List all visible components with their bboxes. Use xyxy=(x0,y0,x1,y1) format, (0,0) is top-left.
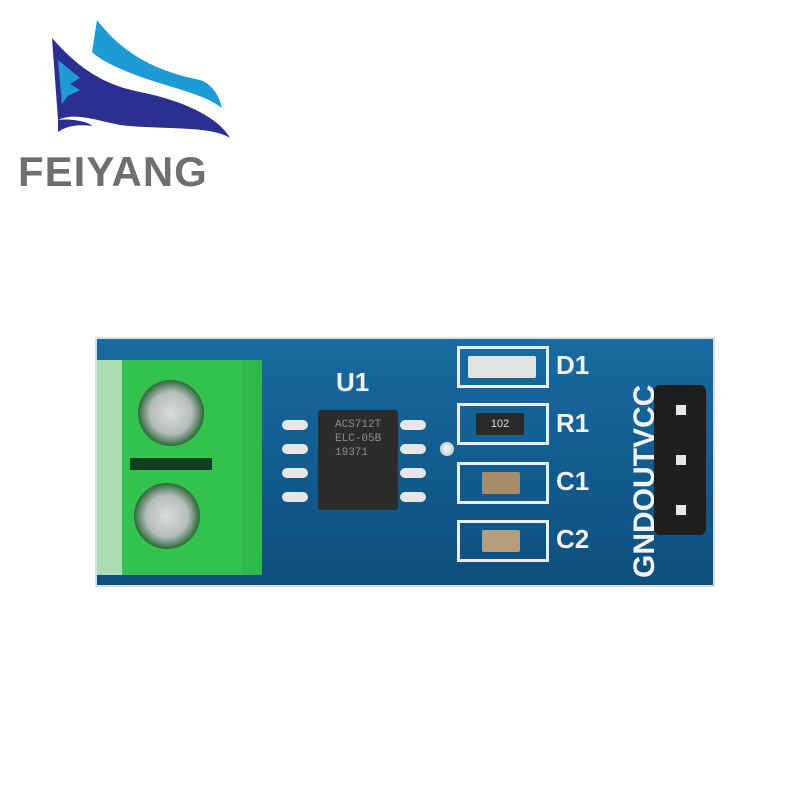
via-hole xyxy=(440,442,454,456)
capacitor-c2 xyxy=(482,530,520,552)
led-d1 xyxy=(468,356,536,378)
pin-out xyxy=(676,455,686,465)
screw-top-icon xyxy=(138,380,204,446)
chip-marking: ACS712T ELC-05B 19371 xyxy=(335,419,382,459)
chip-designator: U1 xyxy=(336,367,370,397)
brand-name: FEIYANG xyxy=(18,148,208,195)
screw-bottom-icon xyxy=(134,483,200,549)
brand-logo-icon xyxy=(52,20,230,138)
resistor-r1: 102 xyxy=(476,413,524,435)
acs712-chip xyxy=(318,410,398,510)
pin-vcc xyxy=(676,405,686,415)
capacitor-c1 xyxy=(482,472,520,494)
label-c2: C2 xyxy=(556,524,590,554)
terminal-divider xyxy=(130,458,212,470)
label-d1: D1 xyxy=(556,350,590,380)
pin-gnd xyxy=(676,505,686,515)
label-c1: C1 xyxy=(556,466,590,496)
label-r1: R1 xyxy=(556,408,590,438)
